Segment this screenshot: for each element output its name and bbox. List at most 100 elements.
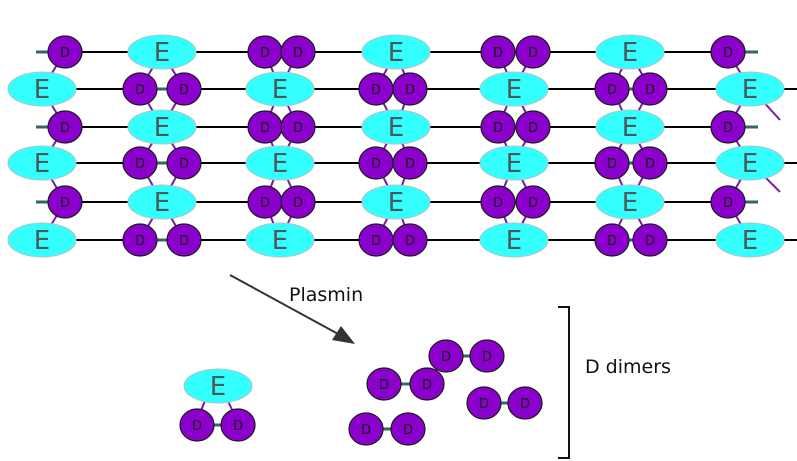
d-label: D (405, 157, 415, 172)
e-label: E (388, 113, 404, 143)
d-domain-shape (632, 223, 668, 257)
d-label: D (405, 83, 415, 98)
e-domain: E (361, 184, 431, 220)
d-label: D (422, 378, 432, 393)
d-label: D (528, 46, 538, 61)
e-label: E (622, 113, 638, 143)
e-label: E (506, 226, 522, 256)
e-domain-shape (595, 34, 665, 70)
e-domain: E (715, 222, 785, 258)
d-label: D (135, 234, 145, 249)
d-domain-shape (280, 35, 316, 69)
d-domain: D (358, 72, 394, 106)
d-label: D (645, 157, 655, 172)
d-domain: D (179, 408, 215, 442)
d-domain: D (507, 386, 543, 420)
d-domain-shape (166, 223, 202, 257)
e-domain-shape (595, 184, 665, 220)
e-domain: E (127, 184, 197, 220)
d-domain: D (390, 412, 426, 446)
e-domain-shape (183, 368, 253, 404)
d-domain: D (594, 72, 630, 106)
d-label: D (60, 46, 70, 61)
d-domain-shape (594, 146, 630, 180)
e-domain-shape (715, 145, 785, 181)
e-domain-shape (361, 34, 431, 70)
d-domain-shape (47, 185, 83, 219)
d-domain-shape (390, 412, 426, 446)
d-domain-shape (366, 367, 402, 401)
d-domain: D (166, 223, 202, 257)
d-domain-shape (179, 408, 215, 442)
d-domain-shape (348, 412, 384, 446)
e-label: E (742, 149, 758, 179)
e-domain: E (715, 71, 785, 107)
e-domain: E (479, 71, 549, 107)
d-label: D (607, 157, 617, 172)
e-label: E (210, 372, 226, 402)
d-domain-shape (594, 223, 630, 257)
e-domain-shape (245, 71, 315, 107)
d-domain-shape (480, 110, 516, 144)
d-label: D (60, 121, 70, 136)
e-label: E (742, 226, 758, 256)
d-label: D (260, 121, 270, 136)
e-domain: E (595, 184, 665, 220)
e-label: E (388, 188, 404, 218)
d-domain: D (122, 146, 158, 180)
d-domain: D (47, 185, 83, 219)
e-domain: E (479, 222, 549, 258)
e-domain-shape (479, 222, 549, 258)
e-label: E (154, 188, 170, 218)
e-domain: E (361, 109, 431, 145)
d-label: D (520, 397, 530, 412)
e-label: E (34, 226, 50, 256)
d-domain: D (480, 185, 516, 219)
d-domain-shape (710, 185, 746, 219)
d-domain-shape (409, 367, 445, 401)
d-domain-shape (632, 146, 668, 180)
d-domain: D (710, 35, 746, 69)
d-domain-shape (507, 386, 543, 420)
d-domain-shape (515, 185, 551, 219)
d-label: D (493, 46, 503, 61)
e-domain-shape (361, 109, 431, 145)
d-domain: D (469, 339, 505, 373)
d-domain: D (166, 146, 202, 180)
e-domain-shape (127, 34, 197, 70)
e-label: E (34, 75, 50, 105)
d-domain: D (594, 223, 630, 257)
d-label: D (371, 234, 381, 249)
e-label: E (272, 226, 288, 256)
plasmin-arrow-head (332, 326, 355, 344)
d-domain: D (466, 386, 502, 420)
d-domain: D (515, 110, 551, 144)
e-domain: E (245, 71, 315, 107)
d-domain: D (280, 185, 316, 219)
d-label: D (493, 121, 503, 136)
e-domain: E (595, 34, 665, 70)
d-domain: D (166, 72, 202, 106)
d-domain-shape (47, 35, 83, 69)
e-label: E (742, 75, 758, 105)
enzyme-label: Plasmin (289, 284, 363, 306)
d-domain-shape (594, 72, 630, 106)
d-label: D (723, 196, 733, 211)
d-label: D (528, 121, 538, 136)
d-domain: D (280, 110, 316, 144)
d-domain: D (47, 35, 83, 69)
d-domain: D (710, 185, 746, 219)
d-domain: D (392, 223, 428, 257)
d-label: D (528, 196, 538, 211)
d-domain-shape (710, 35, 746, 69)
d-label: D (405, 234, 415, 249)
e-domain-shape (245, 145, 315, 181)
e-domain: E (595, 109, 665, 145)
d-domain-shape (466, 386, 502, 420)
